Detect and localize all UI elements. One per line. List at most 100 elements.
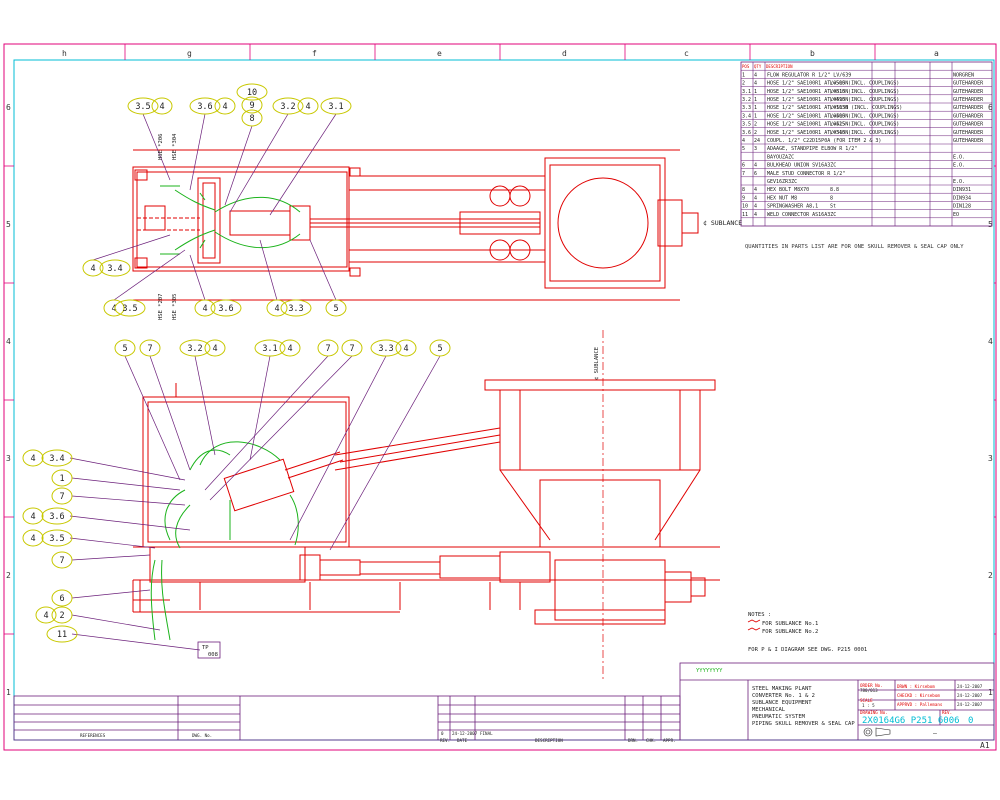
plan-balloon-label-13: 3.5 <box>122 304 137 314</box>
checked-by: CHECKD : Kirsebom <box>897 693 940 698</box>
revision-value: 0 <box>441 731 444 736</box>
title-line-2: CONVERTER No. 1 & 2 <box>752 693 815 699</box>
parts-cell-6-2: HOSE 1/2" SAE100R1 AT/0515N <box>767 122 848 128</box>
parts-cell-7-0: 3.6 <box>742 130 751 136</box>
elev-left-balloon-0 <box>22 449 44 467</box>
elev-left-balloon-1 <box>41 449 73 467</box>
revision-text: REFERENCES DWG. No. 0 24-12-2007 FINAL R… <box>80 731 676 743</box>
parts-cell-5-3: L=400 (INCL. COUPLINGS) <box>830 113 899 119</box>
elev-left-leader-7 <box>71 614 161 631</box>
parts-cell-2-3: L=810 (INCL. COUPLINGS) <box>830 89 899 95</box>
parts-cell-5-6: GUTEHARDER <box>953 113 984 119</box>
parts-cell-0-6: NORGREN <box>953 72 974 78</box>
tp-tag: TP 008 <box>197 641 221 659</box>
parts-cell-14-6: DIN931 <box>953 187 971 193</box>
parts-cell-1-3: L=500 (INCL. COUPLINGS) <box>830 81 899 87</box>
plan-view <box>132 149 699 301</box>
plan-leader-1 <box>189 113 206 191</box>
plan-balloon-label-11: 3.4 <box>107 264 122 274</box>
plan-balloon-label-3: 4 <box>222 102 227 112</box>
projection-symbol-icon <box>863 727 891 737</box>
zone-h: h <box>62 49 67 58</box>
zone-1: 1 <box>6 688 11 697</box>
elev-left-balloon-9 <box>51 589 73 607</box>
parts-cell-11-0: 6 <box>742 163 745 169</box>
elev-top-balloon-9 <box>395 339 417 357</box>
rev-header-appr: APPR. <box>663 738 676 743</box>
elev-left-balloon-label-11: 2 <box>59 611 64 621</box>
parts-cell-16-6: DIN128 <box>953 204 971 210</box>
zone-g: g <box>187 49 192 58</box>
zone-3: 3 <box>6 454 11 463</box>
elev-top-balloon-label-3: 4 <box>212 344 217 354</box>
parts-cell-2-1: 1 <box>754 89 757 95</box>
parts-cell-13-2: GEV16ZR3ZC <box>767 179 797 185</box>
elev-left-balloon-4 <box>22 507 44 525</box>
elev-top-balloon-label-9: 4 <box>403 344 408 354</box>
tp-tag-label: TP <box>202 645 209 651</box>
elev-top-balloon-7 <box>341 339 363 357</box>
plan-balloon-5 <box>241 96 263 114</box>
plan-balloon-label-7: 3.2 <box>280 102 295 112</box>
zone-e: e <box>437 49 442 58</box>
elev-left-leader-4 <box>69 537 156 549</box>
zone-5-right: 5 <box>988 220 993 229</box>
parts-cell-0-2: FLOW REGULATOR R 1/2" LV/639 <box>767 72 851 78</box>
plan-balloon-label-18: 5 <box>333 304 338 314</box>
elev-top-balloon-1 <box>139 339 161 357</box>
elev-top-balloon-3 <box>204 339 226 357</box>
elev-left-balloon-3 <box>51 487 73 505</box>
plan-balloon-18 <box>325 299 347 317</box>
parts-cell-4-6: GUTEHARDER <box>953 105 984 111</box>
zone-1-right: 1 <box>988 688 993 697</box>
elev-top-leader-1 <box>149 355 191 471</box>
parts-cell-7-1: 2 <box>754 130 757 136</box>
parts-cell-17-6: EO <box>953 212 959 218</box>
note-line-1: FOR SUBLANCE No.1 <box>762 621 818 627</box>
parts-cell-2-0: 3.1 <box>742 89 751 95</box>
elev-left-balloon-label-10: 4 <box>43 611 48 621</box>
parts-cell-11-6: E.O. <box>953 163 965 169</box>
plan-balloon-8 <box>297 97 319 115</box>
parts-cell-10-6: E.O. <box>953 154 965 160</box>
zone-d: d <box>562 49 567 58</box>
parts-cell-8-2: COUPL. 1/2" C22D15P0A (FOR ITEM 2 & 3) <box>767 138 881 144</box>
zone-labels: h g f e d c b a 6 5 4 3 2 1 6 5 4 3 2 1 … <box>6 49 993 750</box>
plan-balloon-label-16: 4 <box>274 304 279 314</box>
parts-cell-10-2: BAYOUZAZC <box>767 154 794 160</box>
plan-leader-9 <box>309 239 337 301</box>
parts-cell-4-3: L=1030 (INCL. COUPLINGS) <box>830 105 902 111</box>
plan-balloon-11 <box>99 259 131 277</box>
title-block <box>679 662 995 741</box>
parts-cell-5-2: HOSE 1/2" SAE100R1 AT/0515N <box>767 113 848 119</box>
notes-title: NOTES : <box>748 612 771 618</box>
parts-cell-8-6: GUTEHARDER <box>953 138 984 144</box>
elev-top-leader-2 <box>194 355 216 456</box>
rev-header-rev: REV. <box>440 738 450 743</box>
zone-6: 6 <box>6 103 11 112</box>
parts-cell-15-3: 8 <box>830 195 833 201</box>
parts-cell-17-1: 4 <box>754 212 757 218</box>
elev-top-balloon-label-6: 7 <box>325 344 330 354</box>
scale-label: SCALE <box>860 698 873 703</box>
parts-cell-8-0: 4 <box>742 138 745 144</box>
parts-cell-0-1: 4 <box>754 72 757 78</box>
plan-balloon-10 <box>82 259 104 277</box>
parts-cell-3-3: L=490 (INCL. COUPLINGS) <box>830 97 899 103</box>
plan-leader-3 <box>269 113 337 216</box>
plan-leader-4 <box>224 125 253 206</box>
references-label: REFERENCES <box>80 733 106 738</box>
plan-balloon-1 <box>151 97 173 115</box>
rev-label: REV. <box>942 710 952 715</box>
revision-description: FINAL <box>480 731 493 736</box>
hose-label-206: HSE *206 <box>158 134 164 161</box>
parts-cell-14-3: 8.8 <box>830 187 839 193</box>
elev-top-balloon-5 <box>279 339 301 357</box>
zone-5: 5 <box>6 220 11 229</box>
parts-cell-5-1: 1 <box>754 113 757 119</box>
elev-left-balloon-label-6: 4 <box>30 534 35 544</box>
zone-a: a <box>934 49 939 58</box>
